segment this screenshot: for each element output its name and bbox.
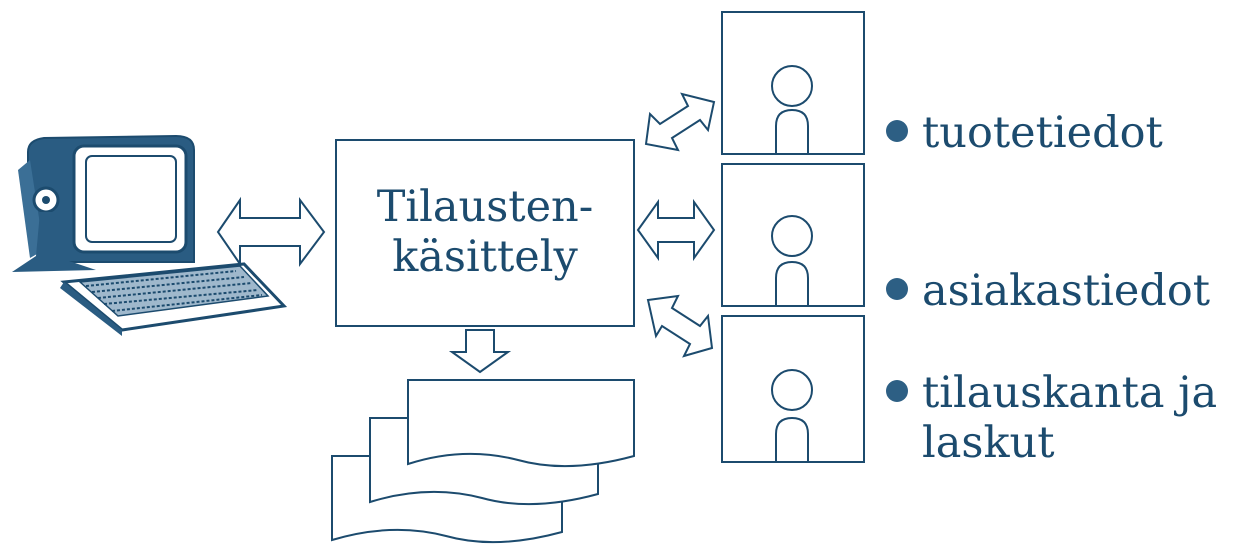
database-label-products: tuotetiedot bbox=[886, 108, 1163, 158]
database-label-text-line2: laskut bbox=[922, 418, 1055, 468]
database-label-text: asiakastiedot bbox=[922, 266, 1211, 316]
database-label-orders-invoices: tilauskanta ja laskut bbox=[886, 368, 1217, 468]
process-box bbox=[335, 139, 635, 327]
database-label-text: tilauskanta ja bbox=[922, 368, 1218, 418]
printout-stack-icon bbox=[331, 379, 635, 544]
process-label-line2: käsittely bbox=[392, 232, 578, 282]
floppy-disk-icon bbox=[721, 163, 865, 307]
floppy-disk-icon bbox=[721, 11, 865, 155]
double-arrow-icon bbox=[216, 196, 326, 268]
bullet-dot-icon bbox=[886, 278, 908, 300]
bullet-dot-icon bbox=[886, 120, 908, 142]
computer-terminal-icon bbox=[12, 134, 288, 336]
database-label-text: tuotetiedot bbox=[922, 108, 1163, 158]
database-label-customers: asiakastiedot bbox=[886, 266, 1210, 316]
down-arrow-icon bbox=[448, 329, 512, 374]
floppy-disk-icon bbox=[721, 315, 865, 463]
bullet-dot-icon bbox=[886, 380, 908, 402]
diagonal-double-arrow-top-icon bbox=[644, 92, 716, 152]
diagonal-double-arrow-bottom-icon bbox=[646, 294, 714, 358]
process-label: Tilausten- käsittely bbox=[336, 182, 634, 282]
process-label-line1: Tilausten- bbox=[376, 182, 594, 232]
double-arrow-middle-icon bbox=[636, 198, 716, 262]
